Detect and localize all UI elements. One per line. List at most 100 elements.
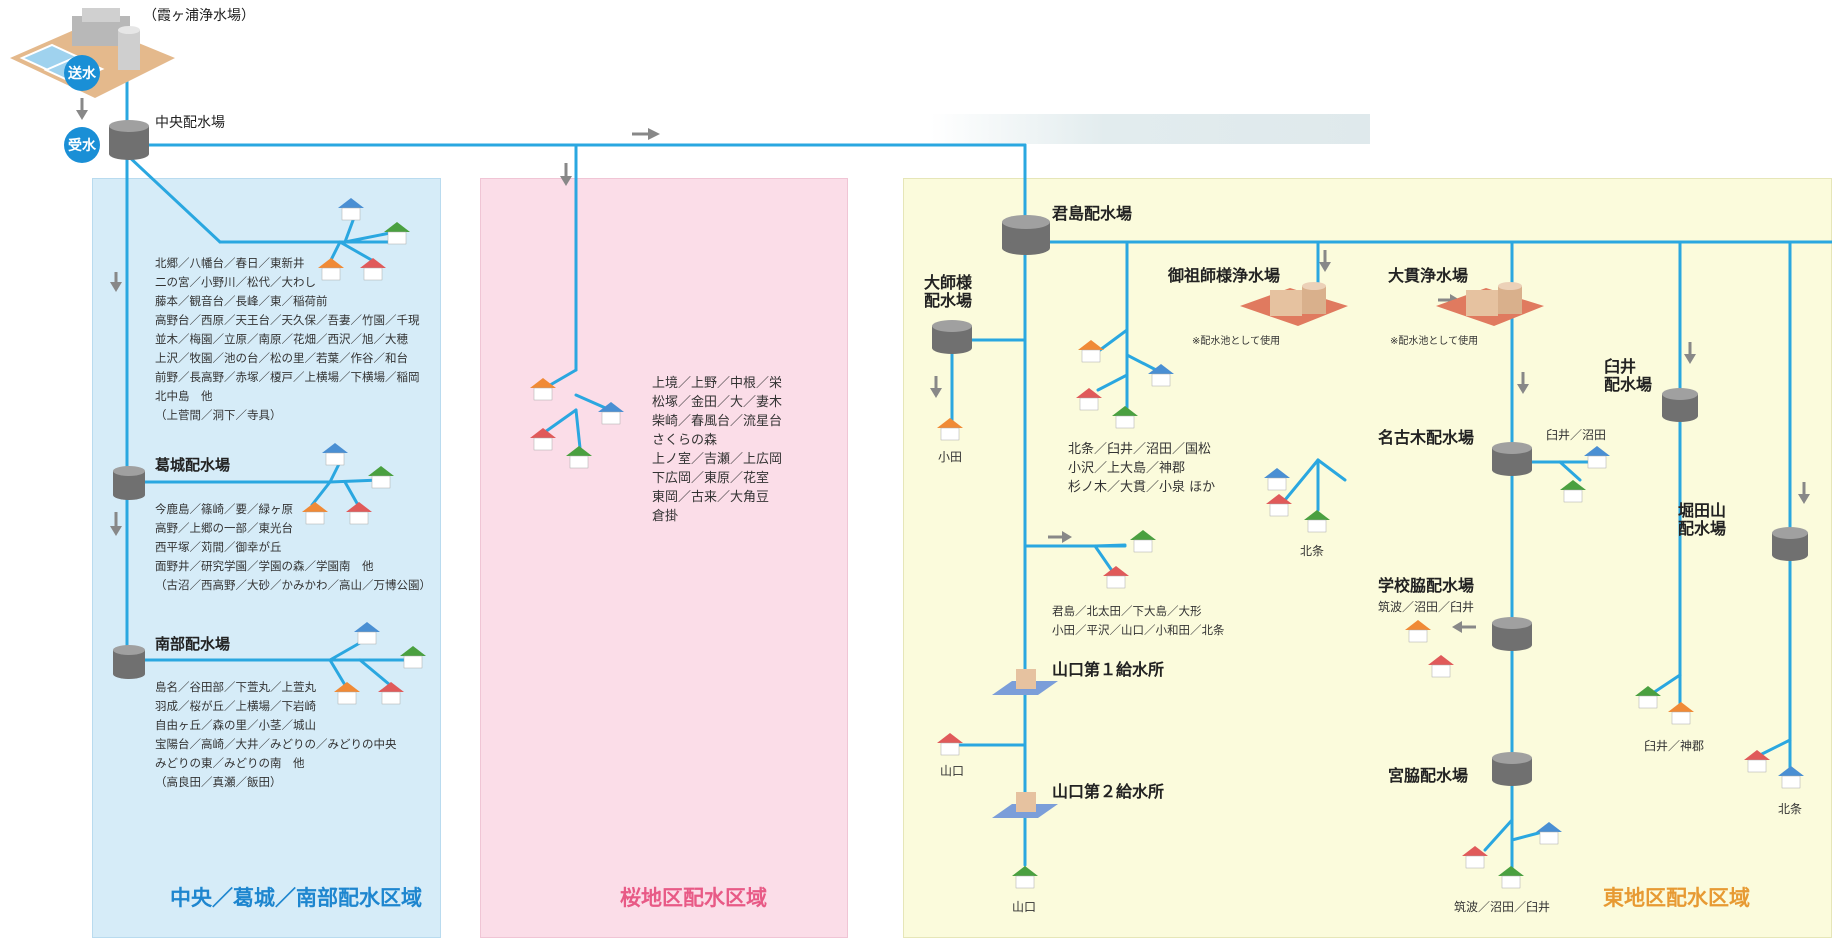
nanbu-tank-icon — [113, 645, 145, 679]
place-label-usui-kamigori: 臼井／神郡 — [1644, 739, 1705, 753]
yamaguchi2-station-icon — [992, 792, 1058, 818]
chuo-area-list: 北郷／八幡台／春日／東新井 二の宮／小野川／松代／大わし 藤本／観音台／長峰／東… — [155, 254, 420, 425]
katsuragi-tank-icon — [113, 466, 145, 500]
house-icon — [1264, 468, 1291, 491]
nanbu-area-list: 島名／谷田部／下萱丸／上萱丸 羽成／桜が丘／上横場／下岩崎 自由ヶ丘／森の里／小… — [155, 678, 397, 792]
house-icon — [1304, 510, 1331, 533]
yamaguchi1-station-label: 山口第１給水所 — [1052, 660, 1165, 679]
region-sakura — [480, 178, 848, 938]
send-water-badge: 送水 — [64, 55, 100, 91]
area-line: 面野井／研究学園／学園の森／学園南 他 — [155, 559, 374, 573]
area-line: 小田／平沢／山口／小和田／北条 — [1052, 623, 1225, 637]
house-icon — [1103, 566, 1130, 589]
house-icon — [530, 428, 557, 451]
house-icon — [1744, 750, 1771, 773]
area-line: 羽成／桜が丘／上横場／下岩崎 — [155, 699, 316, 713]
chuo-facility-label: 中央配水場 — [155, 115, 225, 131]
gakkowaki-facility-label: 学校脇配水場 — [1378, 576, 1475, 595]
house-icon — [1266, 494, 1293, 517]
onuki-facility-label: 大貫浄水場 — [1388, 266, 1469, 285]
area-line: 上ノ室／吉瀬／上広岡 — [652, 452, 783, 467]
area-line: 高野台／西原／天王台／天久保／吾妻／竹園／千現 — [155, 313, 420, 327]
house-icon — [1405, 620, 1432, 643]
place-label-tsukuba-numata-usui: 筑波／沼田／臼井 — [1454, 900, 1551, 914]
misoshisama-facility-label: 御祖師様浄水場 — [1168, 266, 1281, 285]
house-icon — [338, 198, 365, 221]
house-icon — [1112, 406, 1139, 429]
area-line: 島名／谷田部／下萱丸／上萱丸 — [155, 680, 316, 694]
miyawaki-tank-icon — [1492, 752, 1532, 786]
area-line: 上境／上野／中根／栄 — [652, 376, 783, 391]
horitayama-tank-icon — [1772, 527, 1808, 561]
gakkowaki-tank-icon — [1492, 617, 1532, 651]
miyawaki-facility-label: 宮脇配水場 — [1388, 766, 1469, 785]
area-line: 君島／北太田／下大島／大形 — [1052, 604, 1202, 618]
house-icon — [368, 466, 395, 489]
house-icon — [1148, 364, 1175, 387]
house-icon — [1778, 766, 1805, 789]
house-icon — [566, 446, 593, 469]
house-icon — [1498, 866, 1525, 889]
house-icon — [598, 402, 625, 425]
area-line: 東岡／古来／大角豆 — [652, 490, 770, 505]
area-line: 倉掛 — [652, 509, 679, 524]
area-line: 自由ヶ丘／森の里／小茎／城山 — [155, 718, 316, 732]
house-icon — [1012, 866, 1039, 889]
horitayama-facility-label: 堀田山 配水場 — [1678, 501, 1727, 538]
misoshisama-area-list: 北条／臼井／沼田／国松 小沢／上大島／神郡 杉ノ木／大貫／小泉 ほか — [1068, 440, 1215, 497]
house-icon — [1078, 340, 1105, 363]
misoshisama-plant-icon — [1240, 282, 1348, 326]
kimijima-area-list: 君島／北太田／下大島／大形 小田／平沢／山口／小和田／北条 — [1052, 602, 1225, 640]
house-icon — [322, 443, 349, 466]
area-line: 北条／臼井／沼田／国松 — [1068, 442, 1212, 457]
area-line: 前野／長高野／赤塚／榎戸／上横場／下横場／稲岡 — [155, 370, 420, 384]
plant-label: （霞ヶ浦浄水場） — [143, 8, 255, 24]
area-line: 杉ノ木／大貫／小泉 ほか — [1068, 480, 1216, 495]
area-line: （古沼／西高野／大砂／かみかわ／高山／万博公園） — [155, 578, 431, 592]
area-line: 藤本／観音台／長峰／東／稲荷前 — [155, 294, 328, 308]
house-icon — [400, 646, 427, 669]
house-icon — [530, 378, 557, 401]
area-line: 小沢／上大島／神郡 — [1068, 461, 1186, 476]
katsuragi-area-list: 今鹿島／篠崎／要／緑ヶ原 高野／上郷の一部／東光台 西平塚／苅間／御幸が丘 面野… — [155, 500, 431, 595]
house-icon — [1076, 388, 1103, 411]
yamaguchi2-station-label: 山口第２給水所 — [1052, 782, 1165, 801]
receive-water-badge: 受水 — [64, 127, 100, 163]
katsuragi-facility-label: 葛城配水場 — [155, 456, 231, 474]
region-chuo-katsuragi-nanbu — [92, 178, 441, 938]
place-label-hojo: 北条 — [1300, 544, 1325, 558]
area-line: （上菅間／洞下／寺具） — [155, 408, 282, 422]
area-line: 並木／梅園／立原／南原／花畑／西沢／旭／大穂 — [155, 332, 408, 346]
onuki-note: ※配水池として使用 — [1390, 336, 1479, 347]
area-line: 北中島 他 — [155, 389, 213, 403]
sakura-area-list: 上境／上野／中根／栄 松塚／金田／大／妻木 柴崎／春風台／流星台 さくらの森 上… — [652, 374, 782, 526]
place-label-tsukuba-numata-usui: 筑波／沼田／臼井 — [1378, 600, 1475, 614]
house-icon — [937, 733, 964, 756]
kimijima-tank-icon — [1002, 215, 1050, 255]
chuo-tank-icon — [109, 120, 149, 160]
decorative-gradient-band — [930, 114, 1370, 144]
house-icon — [1635, 686, 1662, 709]
house-icon — [937, 418, 964, 441]
onuki-plant-icon — [1436, 282, 1544, 326]
nagoki-facility-label: 名古木配水場 — [1378, 428, 1475, 447]
house-icon — [384, 222, 411, 245]
region-title-chuo-katsuragi-nanbu: 中央／葛城／南部配水区域 — [170, 886, 422, 910]
nanbu-facility-label: 南部配水場 — [155, 635, 231, 653]
area-line: 上沢／牧園／池の台／松の里／若葉／作谷／和台 — [155, 351, 408, 365]
area-line: みどりの東／みどりの南 他 — [155, 756, 305, 770]
house-icon — [354, 622, 381, 645]
place-label-yamaguchi: 山口 — [1012, 900, 1037, 914]
nagoki-tank-icon — [1492, 442, 1532, 476]
kimijima-facility-label: 君島配水場 — [1052, 204, 1133, 223]
area-line: さくらの森 — [652, 433, 718, 448]
place-label-yamaguchi: 山口 — [940, 764, 965, 778]
place-label-usui-numata: 臼井／沼田 — [1546, 428, 1607, 442]
area-line: 今鹿島／篠崎／要／緑ヶ原 — [155, 502, 293, 516]
house-icon — [1668, 702, 1695, 725]
region-title-higashi: 東地区配水区域 — [1603, 886, 1750, 910]
area-line: 二の宮／小野川／松代／大わし — [155, 275, 316, 289]
house-icon — [1584, 446, 1611, 469]
area-line: 宝陽台／高崎／大井／みどりの／みどりの中央 — [155, 737, 397, 751]
